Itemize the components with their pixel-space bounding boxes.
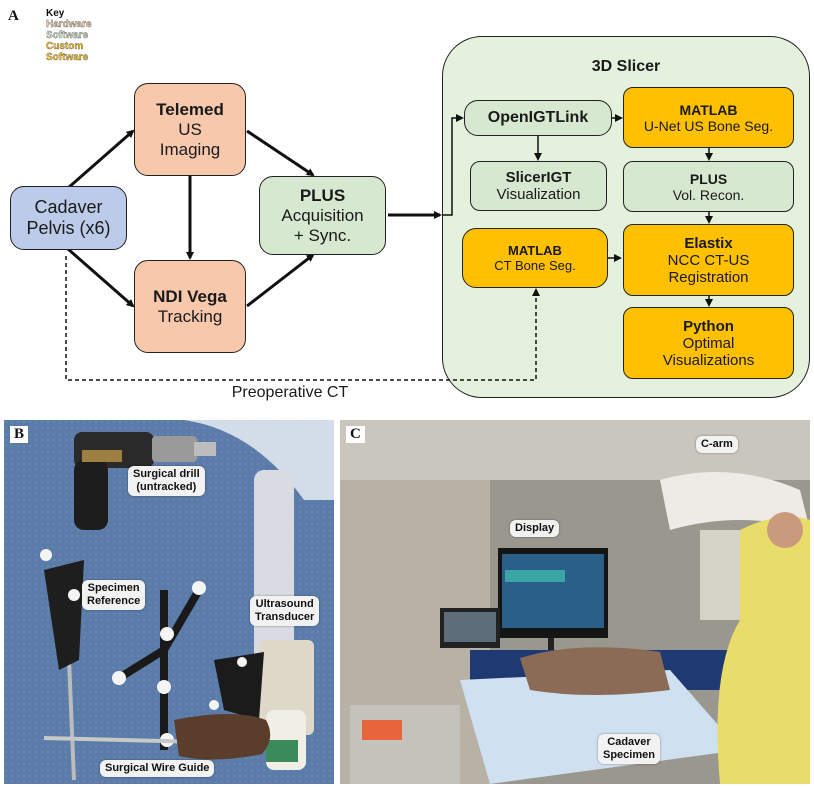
- callout-specimen-reference: Specimen Reference: [82, 580, 146, 610]
- legend-title: Key: [46, 8, 65, 19]
- arrow-slicer-openigtlink: [442, 114, 464, 216]
- panel-label-a: A: [8, 8, 19, 24]
- photo-surgical-tools: B Surgical drill (untracked) Specimen Re…: [4, 420, 334, 784]
- photo-operating-room: C Display C-arm Cadaver Specimen: [340, 420, 810, 784]
- plastic-bag: [184, 420, 334, 500]
- callout-surgical-wire-guide: Surgical Wire Guide: [100, 760, 215, 777]
- specimen-reference-shape: [40, 549, 84, 781]
- callout-specimen-line1: Specimen: [87, 582, 140, 594]
- node-openigtlink: OpenIGTLink: [464, 100, 612, 136]
- node-elastix-title: Elastix: [684, 234, 733, 252]
- node-plus-acq-title: PLUS: [299, 185, 346, 205]
- node-slicerigt: SlicerIGT Visualization: [470, 161, 607, 211]
- node-telemed-line2: Imaging: [159, 139, 221, 159]
- node-telemed-line1: US: [178, 119, 202, 139]
- person-gown: [717, 516, 810, 784]
- node-plus-vol-line1: Vol. Recon.: [672, 186, 745, 203]
- legend-custom: Custom: [46, 41, 84, 52]
- drill-shape: [74, 432, 216, 530]
- node-elastix-line1: NCC CT-US: [667, 251, 750, 269]
- node-matlab-us: MATLAB U-Net US Bone Seg.: [623, 87, 794, 148]
- slicer-title: 3D Slicer: [591, 58, 661, 75]
- node-python: Python Optimal Visualizations: [623, 307, 794, 379]
- node-matlab-ct-title: MATLAB: [508, 243, 562, 258]
- wire-guide-shape: [43, 714, 271, 760]
- node-ndi-title: NDI Vega: [153, 286, 227, 306]
- cart-shape: [350, 705, 460, 784]
- node-matlab-ct: MATLAB CT Bone Seg.: [462, 228, 608, 288]
- photo-c-scene: [340, 420, 810, 784]
- node-slicerigt-title: SlicerIGT: [505, 169, 572, 186]
- node-plus-acq-line2: + Sync.: [293, 225, 352, 245]
- callout-cadaver-line1: Cadaver: [607, 736, 651, 748]
- callout-carm-line1: C-arm: [701, 438, 733, 450]
- callout-specimen-line2: Reference: [87, 595, 141, 607]
- node-python-line2: Visualizations: [662, 351, 755, 369]
- callout-surgical-drill: Surgical drill (untracked): [128, 466, 205, 496]
- arrow-ndi-plus: [246, 253, 315, 308]
- person-head: [767, 512, 803, 548]
- callout-display-line1: Display: [515, 522, 555, 534]
- callout-drill-line1: Surgical drill: [133, 468, 200, 480]
- transducer-shape: [209, 640, 314, 770]
- node-plus-vol: PLUS Vol. Recon.: [623, 161, 794, 212]
- node-cadaver-line2: Pelvis (x6): [26, 218, 111, 238]
- node-slicerigt-line1: Visualization: [496, 186, 581, 203]
- node-elastix: Elastix NCC CT-US Registration: [623, 224, 794, 296]
- blue-drape: [460, 670, 740, 784]
- arrow-telemed-plus: [246, 129, 315, 177]
- flow-arrows: [65, 114, 713, 381]
- node-python-title: Python: [683, 317, 734, 335]
- node-ndi-vega: NDI Vega Tracking: [134, 260, 246, 353]
- callout-cadaver-line2: Specimen: [603, 749, 655, 761]
- legend-software: Software: [46, 30, 89, 41]
- callout-carm: C-arm: [696, 436, 738, 453]
- node-matlab-us-line1: U-Net US Bone Seg.: [643, 117, 774, 134]
- panel-label-c: C: [346, 426, 365, 443]
- node-ndi-line1: Tracking: [157, 306, 223, 326]
- node-matlab-ct-line1: CT Bone Seg.: [494, 258, 576, 273]
- node-plus-vol-title: PLUS: [689, 170, 728, 187]
- node-plus-acquisition: PLUS Acquisition + Sync.: [259, 176, 386, 255]
- node-plus-acq-line1: Acquisition: [281, 205, 364, 225]
- node-telemed: Telemed US Imaging: [134, 83, 246, 176]
- callout-drill-line2: (untracked): [136, 481, 197, 493]
- laptop-shape: [440, 608, 500, 648]
- node-openigtlink-title: OpenIGTLink: [487, 109, 589, 126]
- preoperative-ct-label: Preoperative CT: [231, 384, 349, 401]
- legend-hardware: Hardware: [46, 19, 92, 30]
- node-python-line1: Optimal: [682, 334, 735, 352]
- legend-custom-software: Software: [46, 52, 89, 63]
- ceiling: [340, 420, 810, 480]
- callout-transducer-line1: Ultrasound: [255, 598, 314, 610]
- node-elastix-line2: Registration: [668, 268, 749, 286]
- panel-label-b: B: [10, 426, 29, 443]
- callout-ultrasound-transducer: Ultrasound Transducer: [250, 596, 320, 626]
- arrow-cadaver-ndi: [67, 247, 135, 308]
- callout-cadaver-specimen: Cadaver Specimen: [598, 734, 660, 764]
- node-cadaver: Cadaver Pelvis (x6): [10, 186, 127, 250]
- legend: Key Hardware Software Custom Software: [46, 8, 92, 63]
- arrow-cadaver-telemed: [67, 129, 135, 190]
- callout-wire-line1: Surgical Wire Guide: [105, 762, 210, 774]
- node-telemed-title: Telemed: [156, 99, 224, 119]
- carm-shape: [660, 472, 810, 620]
- callout-display: Display: [510, 520, 560, 537]
- node-matlab-us-title: MATLAB: [679, 101, 738, 118]
- callout-transducer-line2: Transducer: [255, 611, 315, 623]
- arrow-preop-ct: [65, 256, 540, 381]
- node-cadaver-line1: Cadaver: [34, 197, 103, 217]
- cadaver-shape: [520, 647, 670, 695]
